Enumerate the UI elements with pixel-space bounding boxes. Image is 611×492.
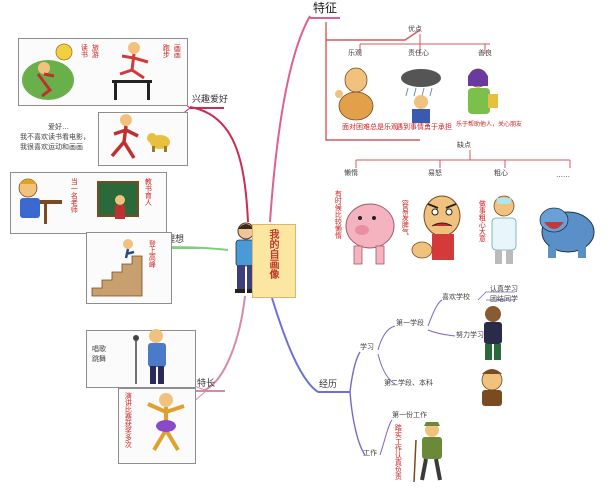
link-first-sub — [427, 329, 456, 337]
fault-2-caption: 容易发脾气 — [401, 200, 410, 235]
hurdle-runner-figure-icon — [112, 42, 152, 100]
hobbies-bottom-frame — [98, 112, 188, 166]
ideal-note-2: 教书育人 — [144, 178, 153, 206]
ideal-note-3: 登上高峰 — [148, 240, 157, 268]
link-traits-faults — [326, 29, 421, 41]
blackboard-figure-icon — [97, 181, 139, 219]
central-title-scroll: 我的自画像 — [252, 224, 296, 298]
study-first-line-1: 认真学习 — [490, 285, 518, 293]
branch-traits-label: 特征 — [313, 1, 338, 15]
study-second-label: 第二学段、本科 — [384, 379, 433, 387]
fault-2-label: 易怒 — [428, 169, 442, 177]
link-experiences — [271, 297, 319, 393]
dancer-figure-icon — [147, 393, 185, 452]
branch-strengths-label: 特长 — [197, 379, 216, 389]
merit-2-label: 责任心 — [408, 49, 429, 57]
fault-3-caption: 做事粗心大意 — [478, 200, 487, 242]
link-traits-merits — [325, 22, 420, 141]
strength-note-2: 跳舞 — [92, 355, 106, 363]
pig-figure-icon — [345, 203, 395, 265]
athlete-figure-icon — [22, 43, 74, 100]
strength-caption: 演讲比赛获奖多次 — [124, 392, 133, 448]
lady-figure-icon — [468, 68, 498, 114]
raincloud-figure-icon — [401, 69, 441, 123]
boy-figure-icon — [484, 306, 502, 360]
doctor-figure-icon — [491, 195, 517, 264]
hobby-caption-3: 我很喜欢运动和画画 — [20, 143, 83, 151]
staircase-figure-icon — [91, 239, 143, 297]
hobby-note-1: 读书 — [80, 44, 89, 58]
merit-1-label: 乐观 — [348, 49, 362, 57]
branch-ideals-label: 理想 — [166, 235, 185, 245]
hiker-figure-icon — [413, 422, 442, 483]
fault-1-caption: 有时候比较懒惰 — [334, 190, 343, 239]
monk-figure-icon — [335, 67, 374, 121]
fault-1-label: 懒惰 — [344, 169, 358, 177]
study-first-label: 第一学段 — [396, 319, 424, 327]
strengths-top-frame — [86, 330, 196, 388]
sub-work-label: 工作 — [363, 449, 377, 457]
hobby-caption-1: 爱好… — [48, 123, 69, 131]
runner-figure-icon — [110, 114, 139, 159]
merit-2-caption: 遇到事情勇于承担 — [396, 123, 452, 131]
study-first-sub: 喜欢学校 — [442, 293, 470, 301]
link-study-second — [377, 353, 396, 385]
branch-experiences-label: 经历 — [319, 380, 338, 390]
link-traits — [269, 15, 311, 223]
hippo-figure-icon — [539, 207, 595, 258]
frightened-figure-icon — [481, 369, 503, 406]
link-strengths — [204, 295, 246, 391]
hobby-note-3: 跑步 — [162, 44, 171, 58]
merit-1-caption: 面对困难总是乐观 — [342, 123, 398, 131]
link-work-first — [379, 419, 393, 456]
hobby-note-4: 画画 — [173, 44, 182, 58]
central-title: 我的自画像 — [267, 229, 278, 279]
sub-study-label: 学习 — [360, 343, 374, 351]
study-first-line-2: 团结同学 — [490, 295, 518, 303]
work-first-label: 第一份工作 — [392, 411, 427, 419]
fault-4-label: …… — [556, 171, 570, 179]
fault-3-label: 粗心 — [494, 169, 508, 177]
hobby-note-2: 旅游 — [91, 44, 100, 58]
branch-hobbies-label: 兴趣爱好 — [192, 95, 229, 105]
link-hobbies — [189, 106, 249, 223]
singer-figure-icon — [133, 329, 166, 384]
dog-figure-icon — [147, 133, 170, 152]
hobby-caption-2: 我不喜欢读书看电影， — [20, 133, 90, 141]
study-second-sub: 努力学习 — [456, 331, 484, 339]
link-study-first — [377, 325, 396, 351]
merit-3-caption: 乐于帮助他人，关心朋友 — [456, 121, 523, 128]
link-like-lines — [477, 291, 515, 301]
link-first-like — [427, 299, 443, 327]
strength-note-1: 唱歌 — [92, 345, 106, 353]
angry-face-figure-icon — [411, 195, 461, 260]
ideal-note-1: 当一名老师 — [70, 178, 79, 213]
merit-3-label: 善良 — [478, 49, 492, 57]
work-first-caption: 踏实工作认真负责 — [394, 424, 403, 480]
student-reading-figure-icon — [18, 178, 62, 224]
sub-faults-label: 缺点 — [457, 141, 471, 149]
link-exp-study — [349, 351, 361, 393]
link-exp-work — [349, 391, 366, 456]
sub-merits-label: 优点 — [408, 25, 422, 33]
